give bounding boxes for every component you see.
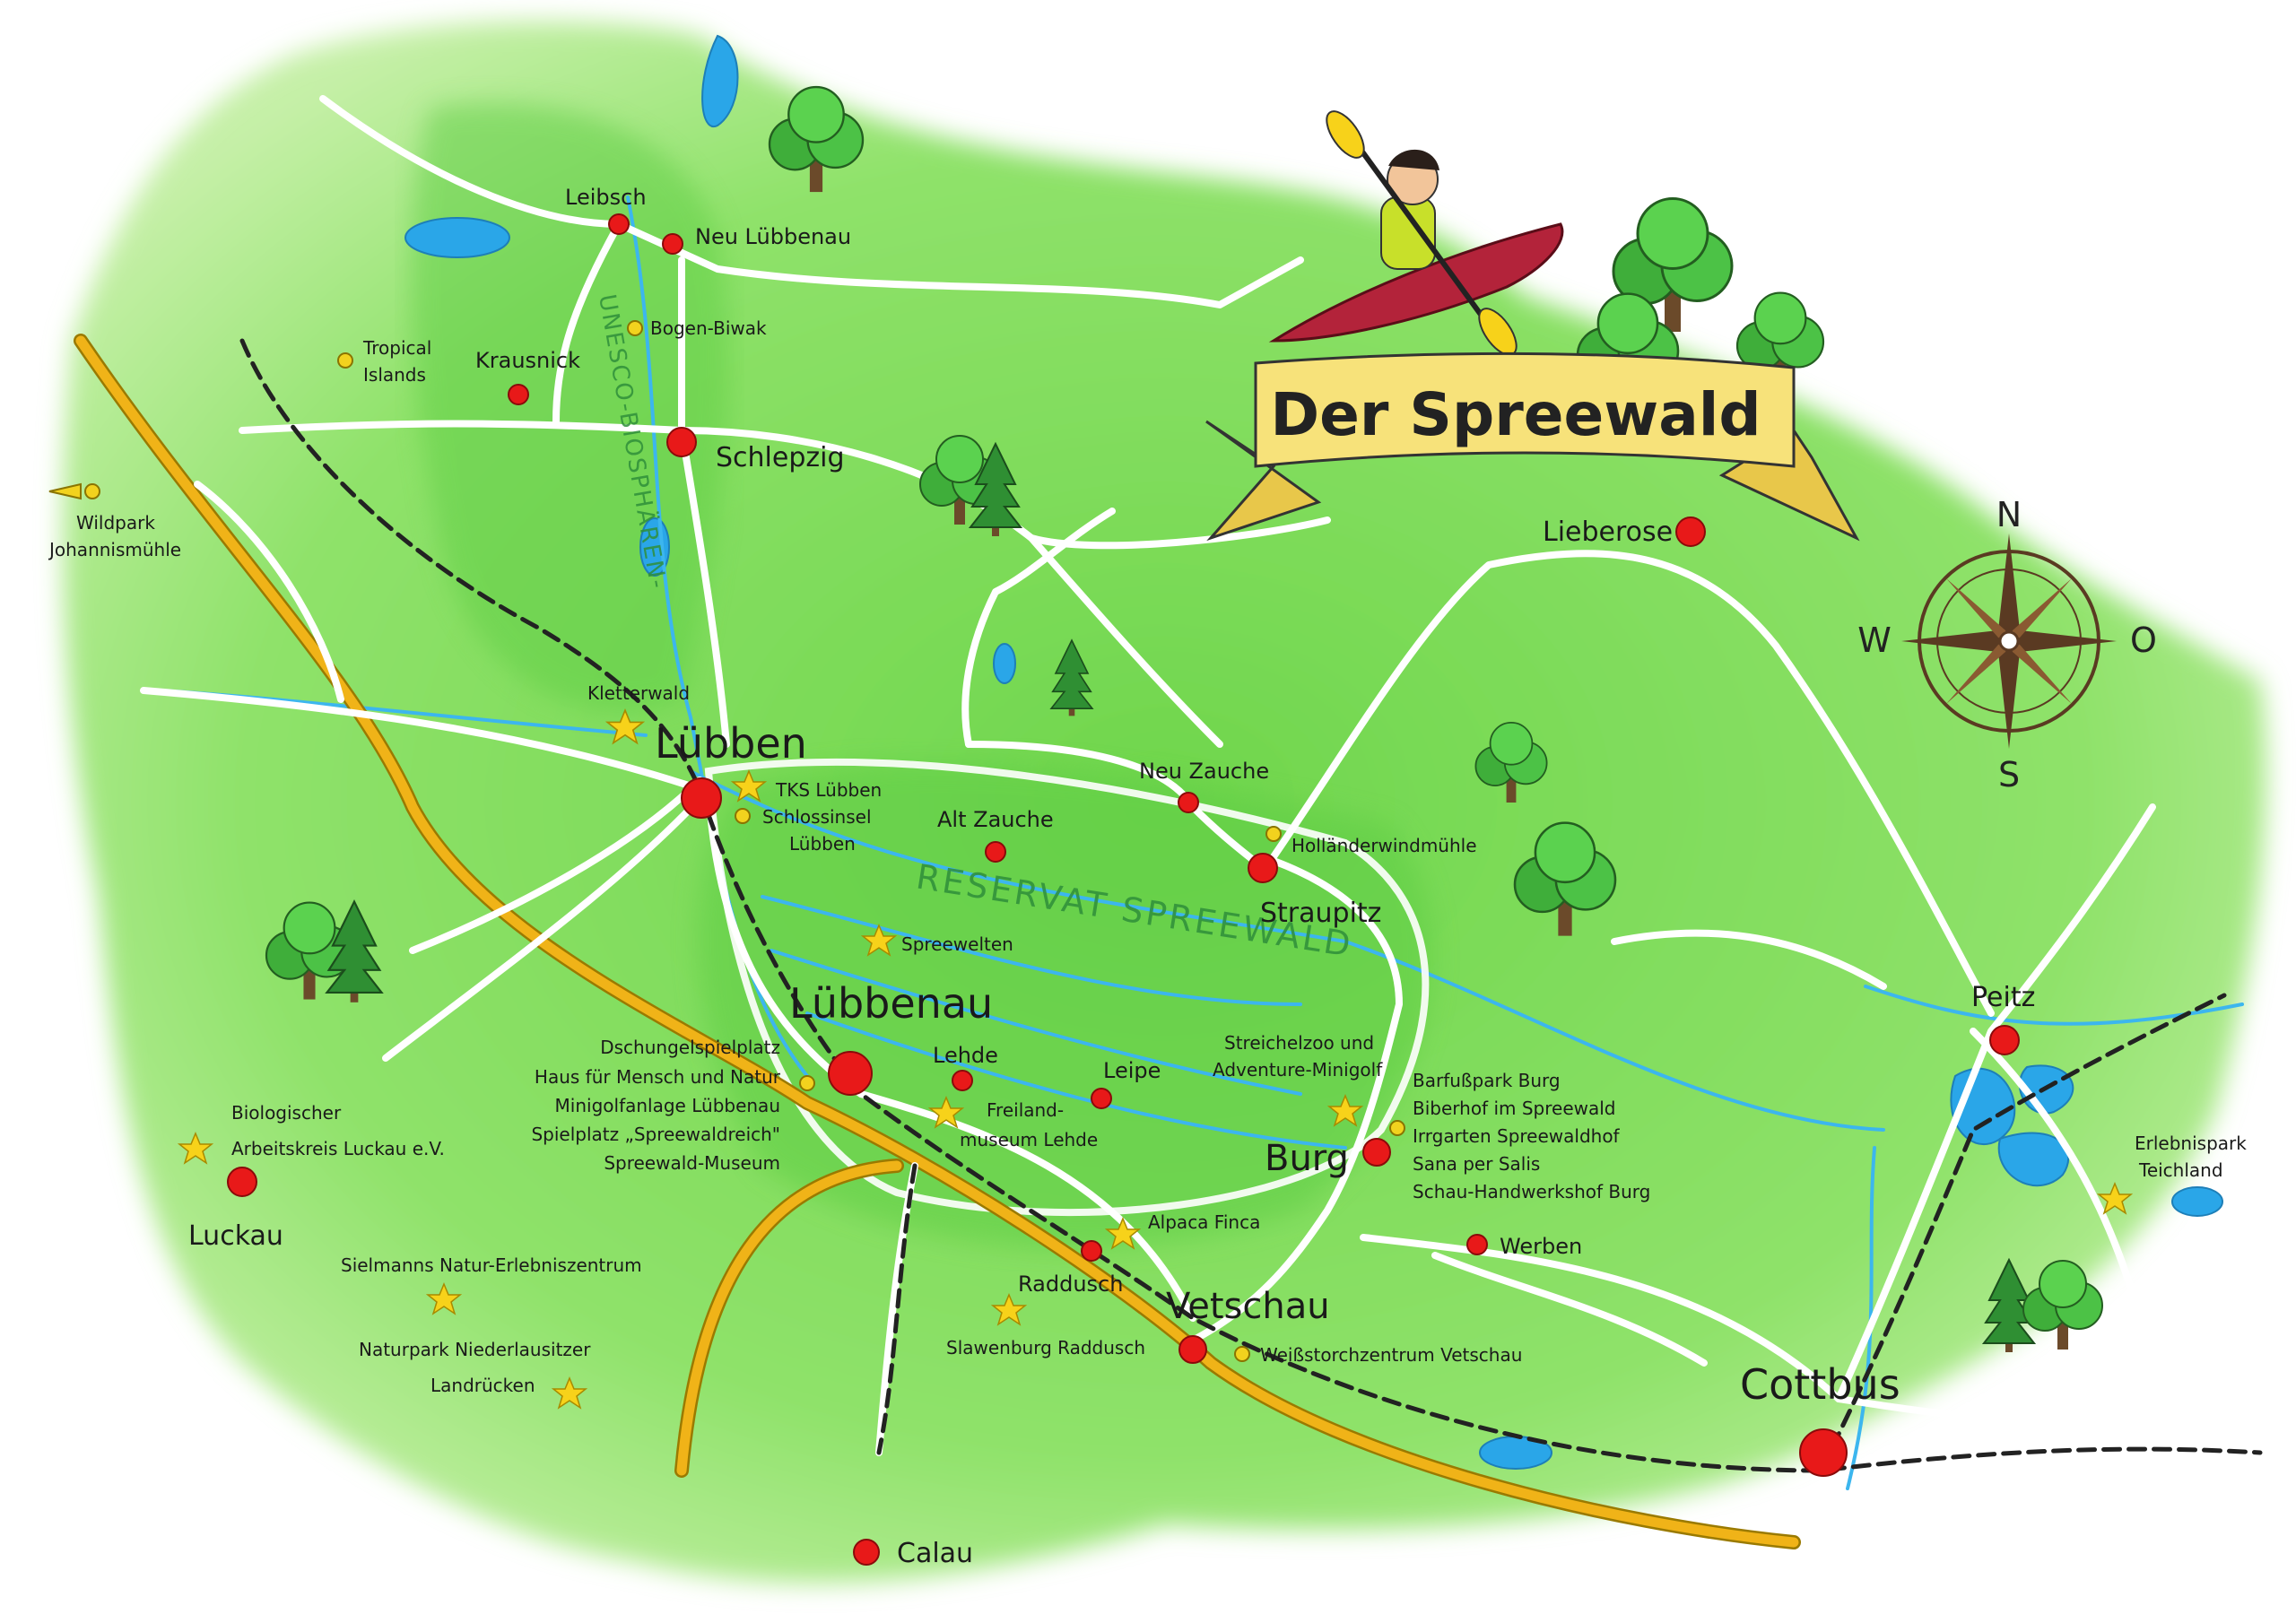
town-name-lieberose: Lieberose: [1543, 516, 1673, 548]
town-dot-alt-zauche: [985, 841, 1006, 863]
town-name-straupitz: Straupitz: [1260, 898, 1381, 929]
town-dot-lehde: [952, 1070, 973, 1091]
town-dot-krausnick: [508, 384, 529, 405]
poi-luebbenau-3: Minigolfanlage Lübbenau: [555, 1095, 780, 1116]
wildpark-icon: [48, 482, 100, 500]
compass-rose: N S W O: [1857, 495, 2157, 794]
town-name-luebben: Lübben: [655, 719, 807, 768]
poi-freiland-1: Freiland-: [987, 1099, 1064, 1121]
poi-naturpark-2: Landrücken: [430, 1375, 535, 1396]
town-name-leibsch: Leibsch: [565, 185, 647, 210]
poi-tropical-1: Tropical: [362, 337, 431, 359]
town-dot-neu-zauche: [1178, 792, 1199, 813]
poi-wildpark-1: Wildpark: [76, 512, 155, 534]
town-name-krausnick: Krausnick: [475, 348, 580, 373]
poi-alpaca: Alpaca Finca: [1148, 1211, 1260, 1233]
town-name-luebbenau: Lübbenau: [789, 979, 993, 1028]
poi-luebbenau-2: Haus für Mensch und Natur: [535, 1066, 781, 1088]
town-name-neu-zauche: Neu Zauche: [1139, 759, 1269, 784]
poi-bogen: Bogen-Biwak: [650, 317, 767, 339]
poi-freiland-2: museum Lehde: [960, 1129, 1098, 1150]
town-dot-cottbus: [1799, 1428, 1848, 1477]
poi-burg-5: Schau-Handwerkshof Burg: [1413, 1181, 1650, 1202]
town-dot-calau: [853, 1539, 880, 1566]
town-name-leipe: Leipe: [1103, 1058, 1161, 1083]
town-dot-neu-luebbenau: [662, 233, 683, 255]
town-name-raddusch: Raddusch: [1018, 1271, 1123, 1297]
poi-erlebnispark-2: Teichland: [2138, 1159, 2223, 1181]
town-dot-luckau: [227, 1167, 257, 1197]
poi-burg-2: Biberhof im Spreewald: [1413, 1098, 1616, 1119]
town-name-werben: Werben: [1500, 1234, 1582, 1259]
town-dot-luebbenau: [828, 1051, 873, 1096]
town-name-alt-zauche: Alt Zauche: [937, 807, 1054, 832]
town-dot-werben: [1466, 1234, 1488, 1255]
town-name-neu-luebbenau: Neu Lübbenau: [695, 224, 851, 249]
poi-hollaender: Holländerwindmühle: [1292, 835, 1477, 856]
poi-labels: Tropical Islands Bogen-Biwak Wildpark Jo…: [48, 317, 2247, 1396]
poi-kletterwald: Kletterwald: [587, 682, 690, 704]
poi-streichelzoo-2: Adventure-Minigolf: [1213, 1059, 1383, 1081]
town-dot-raddusch: [1081, 1240, 1102, 1262]
town-dot-peitz: [1989, 1025, 2020, 1055]
poi-wildpark-2: Johannismühle: [48, 539, 181, 560]
town-name-cottbus: Cottbus: [1740, 1360, 1900, 1409]
poi-slawenburg: Slawenburg Raddusch: [946, 1337, 1145, 1358]
poi-naturpark-1: Naturpark Niederlausitzer: [359, 1339, 591, 1360]
poi-tropical-2: Islands: [363, 364, 426, 386]
roads: [140, 95, 2228, 1456]
town-name-schlepzig: Schlepzig: [716, 442, 845, 473]
town-name-lehde: Lehde: [933, 1043, 998, 1068]
poi-burg-4: Sana per Salis: [1413, 1153, 1540, 1175]
compass-east: O: [2130, 621, 2157, 660]
title-banner: Der Spreewald: [1205, 352, 1860, 542]
banner-title: Der Spreewald: [1270, 380, 1761, 449]
poi-sielmanns: Sielmanns Natur-Erlebniszentrum: [341, 1254, 642, 1276]
reserve-outline: [704, 758, 1430, 1216]
town-dot-luebben: [681, 777, 722, 819]
poi-erlebnispark-1: Erlebnispark: [2135, 1133, 2247, 1154]
town-dot-vetschau: [1178, 1335, 1207, 1364]
town-name-calau: Calau: [897, 1538, 973, 1569]
poi-luebbenau-1: Dschungelspielplatz: [600, 1037, 780, 1058]
town-dot-straupitz: [1248, 853, 1278, 883]
poi-spreewelten: Spreewelten: [901, 933, 1013, 955]
kayaker-illustration: [1268, 110, 1564, 356]
poi-tks: TKS Lübben: [775, 779, 882, 801]
poi-schlossinsel-2: Lübben: [789, 833, 856, 855]
compass-west: W: [1857, 621, 1892, 660]
poi-luebbenau-4: Spielplatz „Spreewaldreich": [531, 1124, 780, 1145]
poi-schlossinsel-1: Schlossinsel: [762, 806, 872, 828]
poi-streichelzoo-1: Streichelzoo und: [1224, 1032, 1374, 1054]
poi-biologischer-2: Arbeitskreis Luckau e.V.: [231, 1138, 445, 1159]
town-dot-lieberose: [1675, 516, 1706, 547]
town-dot-leipe: [1091, 1088, 1112, 1109]
town-labels: Lübben Lübbenau Cottbus Burg Vetschau Sc…: [188, 185, 2035, 1569]
town-name-peitz: Peitz: [1971, 982, 2035, 1013]
poi-weissstorch: Weißstorchzentrum Vetschau: [1260, 1344, 1522, 1366]
town-markers: [227, 213, 2020, 1566]
town-name-vetschau: Vetschau: [1166, 1286, 1330, 1327]
poi-biologischer-1: Biologischer: [231, 1102, 342, 1124]
town-dot-leibsch: [608, 213, 630, 235]
poi-markers: [337, 320, 1405, 1362]
compass-north: N: [1996, 495, 2022, 534]
poi-luebbenau-5: Spreewald-Museum: [604, 1152, 780, 1174]
poi-burg-3: Irrgarten Spreewaldhof: [1413, 1125, 1621, 1147]
town-dot-schlepzig: [666, 427, 697, 457]
town-dot-burg: [1362, 1138, 1391, 1167]
town-name-burg: Burg: [1265, 1138, 1349, 1179]
compass-south: S: [1998, 755, 2020, 794]
poi-burg-1: Barfußpark Burg: [1413, 1070, 1561, 1091]
town-name-luckau: Luckau: [188, 1220, 283, 1252]
